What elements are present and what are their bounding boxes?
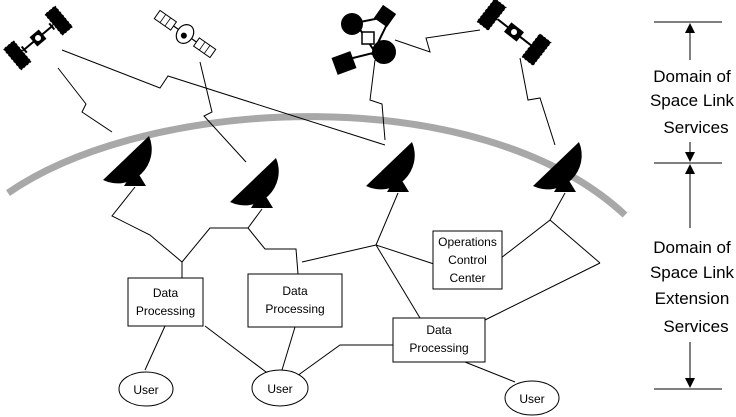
link-sat1-ant3 [61, 49, 386, 146]
link-ant2-dp1 [181, 208, 263, 263]
occ-line-3: Center [449, 271, 485, 285]
user-2: User [251, 369, 309, 407]
dp2-line-2: Processing [265, 302, 324, 316]
domain-sls-line-3: Services [663, 118, 728, 137]
space-links [57, 29, 556, 163]
link-dp1-user2 [204, 325, 271, 376]
arrow-up-2 [685, 164, 695, 174]
dp3-line-1: Data [426, 323, 452, 337]
link-sat2-ant2 [199, 61, 247, 163]
satellite-2-icon [153, 9, 217, 59]
domain-space-link-services-label: Domain of Space Link Services [650, 67, 735, 137]
arrow-down-2 [685, 378, 695, 388]
domain-brackets [654, 21, 722, 390]
domain-slse-line-2: Space Link [650, 263, 735, 282]
link-sat3-sat4 [394, 29, 481, 53]
occ-line-1: Operations [438, 235, 497, 249]
link-ant4-dp3b [484, 262, 601, 321]
link-dp3-user3 [464, 361, 516, 383]
link-dp2-user2 [281, 326, 296, 371]
link-junction-dp3 [375, 244, 421, 319]
data-processing-box-2: Data Processing [247, 273, 343, 328]
user-1-label: User [133, 383, 158, 397]
link-ant1-dp1 [111, 186, 183, 278]
ground-antenna-2-icon [230, 158, 279, 208]
satellite-4-icon [475, 0, 553, 67]
domain-sls-line-1: Domain of [653, 67, 731, 86]
link-sat4-ant4 [519, 57, 556, 146]
domain-arrowheads [685, 23, 695, 388]
user-3-label: User [519, 392, 544, 406]
arrow-down-1 [685, 152, 695, 162]
domain-slse-line-1: Domain of [653, 238, 731, 257]
link-junction-occ [375, 244, 438, 266]
link-ant3-junction [375, 192, 399, 246]
dp2-line-1: Data [282, 284, 308, 298]
operations-control-center-box: Operations Control Center [432, 230, 503, 290]
domain-slse-line-3: Extension [655, 289, 730, 308]
satellite-3-icon [331, 4, 397, 75]
domain-sls-line-2: Space Link [650, 91, 735, 110]
link-junction-dp2 [301, 244, 377, 263]
link-ant4-occ [500, 192, 566, 259]
earth-horizon [6, 113, 628, 218]
ground-antenna-3-icon [366, 142, 415, 192]
link-sat1-ant1 [57, 67, 113, 133]
satellite-1-icon [2, 4, 74, 72]
user-2-label: User [267, 382, 292, 396]
domain-space-link-extension-services-label: Domain of Space Link Extension Services [650, 238, 735, 336]
link-sat3-ant3 [369, 59, 386, 141]
link-ant4-dp3 [549, 219, 601, 264]
ground-network-links [111, 186, 601, 383]
user-1: User [118, 371, 174, 407]
arrow-up-1 [685, 23, 695, 33]
domain-slse-line-4: Services [663, 317, 728, 336]
dp1-line-2: Processing [136, 304, 195, 318]
user-3: User [504, 380, 560, 416]
data-processing-box-1: Data Processing [127, 277, 204, 327]
ground-antenna-1-icon [103, 136, 152, 186]
link-dp1-user1 [144, 325, 166, 371]
dp1-line-1: Data [153, 286, 179, 300]
occ-line-2: Control [448, 253, 487, 267]
data-processing-box-3: Data Processing [392, 317, 486, 363]
link-dp3-user2 [296, 344, 393, 377]
dp3-line-2: Processing [409, 341, 468, 355]
link-ant2-dp2 [247, 227, 299, 275]
ground-antenna-4-icon [533, 142, 582, 192]
